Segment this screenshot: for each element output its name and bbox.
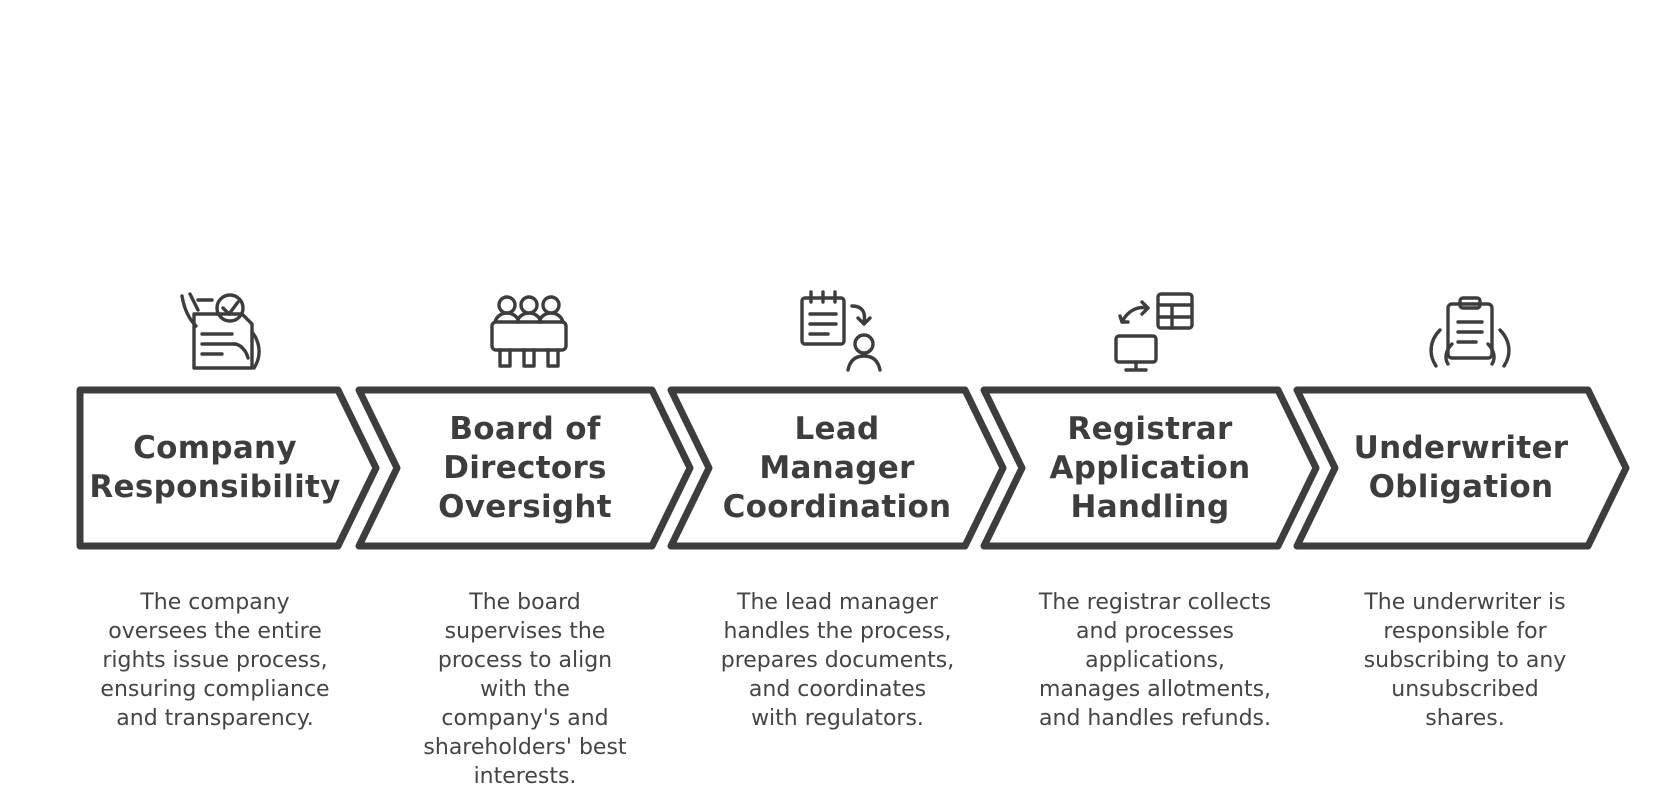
chevron-step-1 — [76, 386, 380, 550]
board-meeting-icon — [490, 295, 568, 368]
chevron-step-4 — [980, 386, 1320, 550]
chevron-step-2 — [355, 386, 694, 550]
chevron-step-5 — [1293, 386, 1630, 550]
hands-clipboard-icon — [1429, 296, 1511, 368]
document-check-hand-icon — [180, 292, 261, 370]
chevron-step-3 — [667, 386, 1007, 550]
computer-table-sync-icon — [1114, 292, 1194, 372]
notepad-person-icon — [800, 290, 882, 372]
